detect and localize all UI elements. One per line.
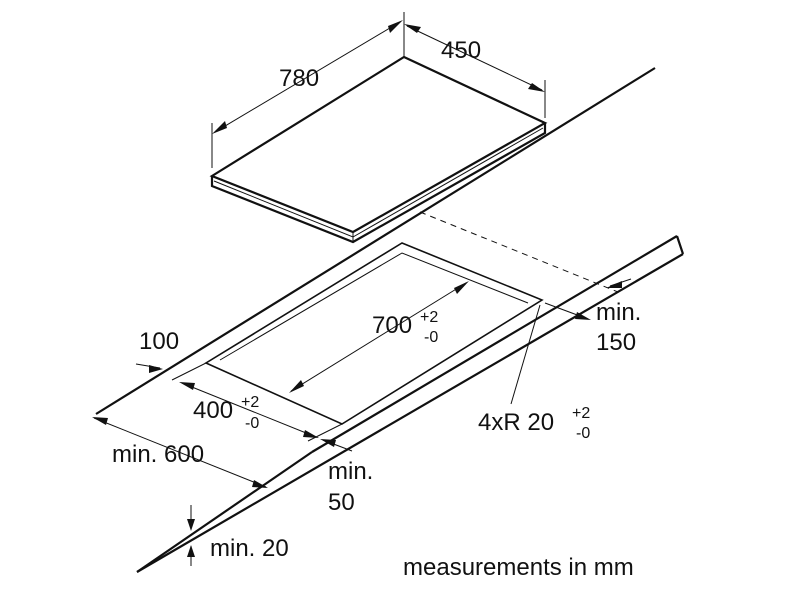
cutout-depth-plus: +2 (241, 394, 259, 411)
front-edge-label: 100 (139, 328, 179, 355)
hob-width-label: 780 (279, 65, 319, 92)
cutout-depth-label: 400 (193, 397, 233, 424)
hob-width-dimension (212, 20, 403, 134)
back-edge-dimension (320, 439, 353, 452)
worktop-thickness-dimension (187, 505, 195, 566)
cutout-width-label: 700 (372, 312, 412, 339)
worktop (95, 67, 685, 573)
side-clearance-label-line1: min. (596, 299, 641, 326)
cutout-width-minus: -0 (424, 329, 438, 346)
worktop-thickness-label: min. 20 (210, 535, 289, 562)
back-edge-label-line1: min. (328, 458, 373, 485)
radius-leader (510, 304, 541, 405)
side-clearance-label-line2: 150 (596, 329, 636, 356)
units-note: measurements in mm (403, 554, 634, 581)
hob-depth-label: 450 (441, 37, 481, 64)
hob-depth-dimension (404, 24, 545, 92)
cutout-depth-dimension (171, 362, 343, 442)
cutout-width-plus: +2 (420, 309, 438, 326)
cutout-width-dimension (289, 281, 469, 393)
corner-radius-minus: -0 (576, 425, 590, 442)
corner-radius-plus: +2 (572, 405, 590, 422)
worktop-depth-label: min. 600 (112, 441, 204, 468)
worktop-depth-dimension (92, 417, 268, 488)
corner-radius-label: 4xR 20 (478, 409, 554, 436)
hob-appliance (209, 55, 548, 244)
cutout-depth-minus: -0 (245, 415, 259, 432)
side-clearance-dimension (544, 278, 632, 320)
front-edge-dimension (135, 363, 163, 373)
projection-line (419, 211, 619, 293)
hob-extension-lines (211, 12, 546, 168)
back-edge-label-line2: 50 (328, 489, 355, 516)
